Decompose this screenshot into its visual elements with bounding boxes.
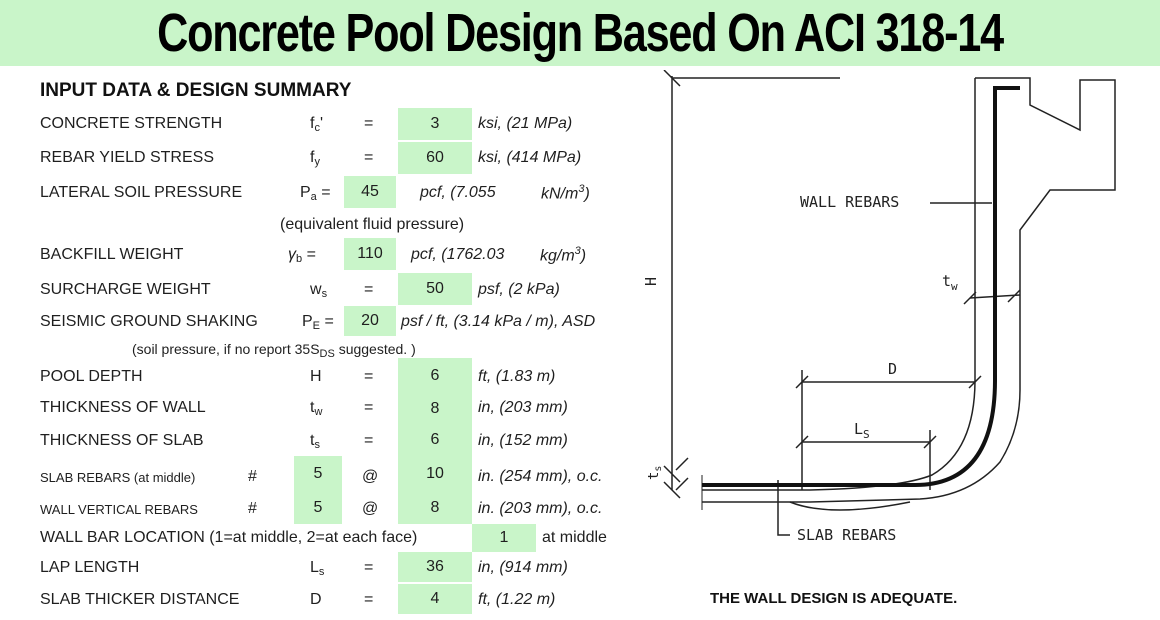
row-label: BACKFILL WEIGHT xyxy=(40,246,184,263)
row-unit: in. (254 mm), o.c. xyxy=(478,468,603,485)
row-unit: in, (152 mm) xyxy=(478,432,568,449)
row-hash: # xyxy=(248,500,257,517)
row-value: 3 xyxy=(398,108,472,140)
summary-heading: INPUT DATA & DESIGN SUMMARY xyxy=(40,80,352,101)
row-equals: = xyxy=(364,432,374,449)
row-label: LATERAL SOIL PRESSURE xyxy=(40,184,243,201)
row-bar-size: 5 xyxy=(294,492,342,524)
row-bar-size: 5 xyxy=(294,456,342,492)
row-unit-secondary: kg/m3) xyxy=(540,245,587,265)
row-equals: = xyxy=(364,591,374,608)
wall-outline-outer xyxy=(702,77,1116,503)
row-symbol: Ls xyxy=(310,559,325,578)
dimension-ts-label: ts xyxy=(646,466,664,480)
row-label: LAP LENGTH xyxy=(40,559,140,576)
wall-outline-inner xyxy=(702,78,976,491)
row-label: THICKNESS OF SLAB xyxy=(40,432,204,449)
page-title: Concrete Pool Design Based On ACI 318-14 xyxy=(157,3,1004,63)
row-label: SLAB THICKER DISTANCE xyxy=(40,591,240,608)
pool-section-diagram: WALL REBARS SLAB REBARS H tw D LS ts xyxy=(642,70,1116,544)
row-unit: psf, (2 kPa) xyxy=(478,281,560,298)
row-symbol: ts xyxy=(310,432,320,451)
row-value: 45 xyxy=(344,176,396,208)
row-symbol: H xyxy=(310,368,322,385)
row-value: 36 xyxy=(398,552,472,582)
row-unit: ksi, (21 MPa) xyxy=(478,115,573,132)
row-equals: = xyxy=(364,399,374,416)
row-label: SURCHARGE WEIGHT xyxy=(40,281,211,298)
row-unit: pcf, (7.055 xyxy=(420,184,496,201)
row-value: 8 xyxy=(398,492,472,524)
design-verdict: THE WALL DESIGN IS ADEQUATE. xyxy=(710,590,958,607)
row-value: 1 xyxy=(472,524,536,552)
row-value: 6 xyxy=(398,358,472,394)
row-value: 10 xyxy=(398,456,472,492)
row-unit: ksi, (414 MPa) xyxy=(478,149,582,166)
row-label: REBAR YIELD STRESS xyxy=(40,149,214,166)
row-unit: in. (203 mm), o.c. xyxy=(478,500,603,517)
row-label: THICKNESS OF WALL xyxy=(40,399,206,416)
row-symbol: PE = xyxy=(302,313,334,332)
row-equals: = xyxy=(364,559,374,576)
row-symbol: ws xyxy=(310,281,328,300)
row-equals: = xyxy=(364,149,374,166)
slab-thickening xyxy=(789,501,911,511)
row-unit: at middle xyxy=(542,529,607,546)
row-equals: = xyxy=(364,368,374,385)
row-symbol: γb = xyxy=(288,246,316,265)
row-label: WALL BAR LOCATION (1=at middle, 2=at eac… xyxy=(40,529,418,546)
row-symbol: D xyxy=(310,591,322,608)
row-value: 8 xyxy=(398,394,472,424)
row-label: POOL DEPTH xyxy=(40,368,143,385)
row-label: WALL VERTICAL REBARS xyxy=(40,502,198,517)
dimension-tw-label: tw xyxy=(942,272,958,293)
row-unit: pcf, (1762.03 xyxy=(411,246,505,263)
rebar-path xyxy=(702,86,1020,487)
row-unit: ft, (1.22 m) xyxy=(478,591,556,608)
row-label: CONCRETE STRENGTH xyxy=(40,115,223,132)
row-unit: ft, (1.83 m) xyxy=(478,368,556,385)
row-equals: = xyxy=(364,281,374,298)
title-banner: Concrete Pool Design Based On ACI 318-14 xyxy=(0,0,1160,66)
row-value: 110 xyxy=(344,238,396,270)
row-equals: = xyxy=(364,115,374,132)
dimension-ls-label: LS xyxy=(854,420,870,441)
row-unit: in, (914 mm) xyxy=(478,559,568,576)
dimension-d-label: D xyxy=(888,360,897,378)
dimension-h-label: H xyxy=(642,277,660,286)
row-value: 20 xyxy=(344,306,396,336)
row-value: 4 xyxy=(398,584,472,614)
note-soil-pressure: (soil pressure, if no report 35SDS sugge… xyxy=(132,341,416,360)
row-value: 50 xyxy=(398,273,472,305)
row-symbol: fy xyxy=(310,149,320,168)
row-value: 6 xyxy=(398,424,472,456)
row-symbol: Pa = xyxy=(300,184,331,203)
leader-slab-rebars xyxy=(777,480,790,536)
row-hash: # xyxy=(248,468,257,485)
row-at: @ xyxy=(362,468,379,485)
slab-rebars-label: SLAB REBARS xyxy=(797,526,896,544)
row-label: SEISMIC GROUND SHAKING xyxy=(40,313,258,330)
row-unit: psf / ft, (3.14 kPa / m), ASD xyxy=(401,313,596,330)
row-unit-secondary: kN/m3) xyxy=(541,183,590,203)
row-at: @ xyxy=(362,500,379,517)
row-unit: in, (203 mm) xyxy=(478,399,568,416)
wall-rebars-label: WALL REBARS xyxy=(800,193,899,211)
row-symbol: fc' xyxy=(310,115,324,134)
row-symbol: tw xyxy=(310,399,323,418)
row-label: SLAB REBARS (at middle) xyxy=(40,470,196,485)
note-equivalent-fluid: (equivalent fluid pressure) xyxy=(280,216,465,233)
row-value: 60 xyxy=(398,142,472,174)
